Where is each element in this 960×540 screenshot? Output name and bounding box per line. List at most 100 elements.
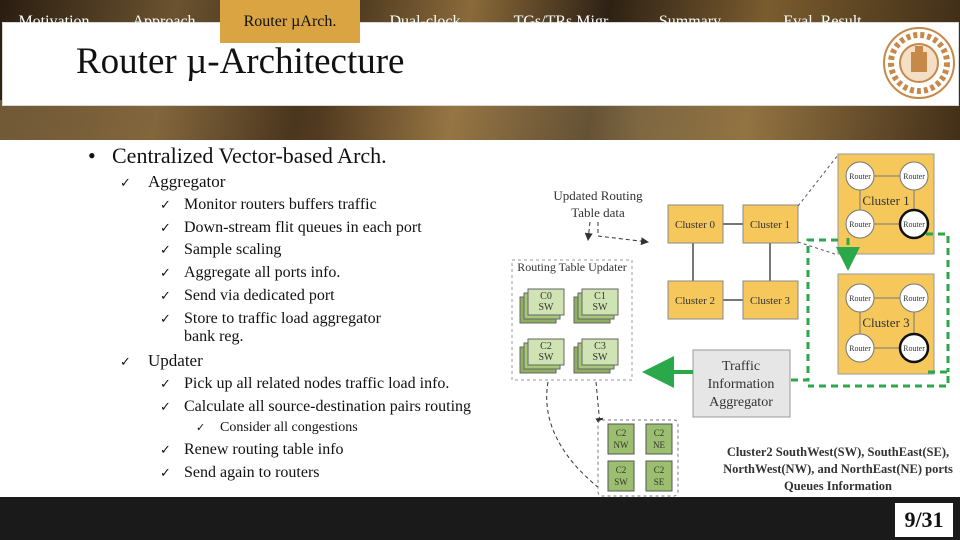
routing-table-updater-label: Routing Table Updater	[517, 260, 627, 274]
updated-routing-label-2: Table data	[571, 205, 625, 220]
zoom-cluster-3-label: Cluster 3	[862, 315, 909, 330]
list-item-text: Renew routing table info	[184, 441, 344, 458]
caption-line2: NorthWest(NW), and NorthEast(NE) ports	[723, 462, 953, 476]
checkmark-icon: ✓	[160, 221, 171, 236]
updater-label: Updater	[148, 351, 203, 370]
caption-line1: Cluster2 SouthWest(SW), SouthEast(SE),	[727, 445, 949, 459]
router-label: Router	[903, 294, 925, 303]
zoom-cluster-1-label: Cluster 1	[862, 193, 909, 208]
checkmark-icon: ✓	[160, 243, 171, 258]
checkmark-icon: ✓	[160, 289, 171, 304]
list-item-text: bank reg.	[184, 328, 244, 345]
checkmark-icon: ✓	[160, 377, 171, 392]
main-bullet: •Centralized Vector-based Arch.	[88, 143, 387, 169]
checkmark-icon: ✓	[160, 466, 171, 481]
queue-ne-line1: C2	[654, 428, 665, 438]
router-label: Router	[903, 344, 925, 353]
cluster-3-label: Cluster 3	[750, 295, 791, 307]
aggregator-label: Aggregator	[148, 172, 226, 191]
tia-line3: Aggregator	[709, 395, 773, 410]
cluster-0-label: Cluster 0	[675, 219, 716, 231]
queue-sw-line2: SW	[614, 477, 628, 487]
green-arrow-bottom	[808, 370, 950, 388]
router-label: Router	[849, 344, 871, 353]
rtu-c2-line2: SW	[539, 352, 555, 363]
list-item-text: Send again to routers	[184, 464, 320, 481]
caption-line3: Queues Information	[784, 479, 892, 493]
tia-line1: Traffic	[722, 359, 760, 374]
checkmark-icon: ✓	[196, 421, 206, 434]
aggregator-heading: ✓ Aggregator	[120, 172, 225, 192]
routing-link-arrow	[597, 222, 649, 246]
tia-line2: Information	[708, 377, 775, 392]
nav-approach[interactable]: Approach	[132, 13, 196, 30]
router-label: Router	[849, 220, 871, 229]
nav-summary[interactable]: Summary	[658, 13, 722, 30]
checkmark-icon: ✓	[160, 266, 171, 281]
router-label: Router	[903, 172, 925, 181]
cluster-3-box	[742, 280, 799, 320]
checkmark-icon: ✓	[120, 176, 131, 191]
rtu-c1-line1: C1	[594, 291, 606, 302]
page-number: 9/31	[895, 503, 953, 537]
nav-tgs-trs-migr[interactable]: TGs/TRs Migr.	[513, 13, 612, 30]
traffic-info-aggregator-box	[692, 349, 791, 418]
rtu-c2-line1: C2	[540, 341, 552, 352]
rtu-cell-c0: C0 SW	[519, 288, 565, 324]
queue-se-line1: C2	[654, 465, 665, 475]
queue-sw-line1: C2	[616, 465, 627, 475]
list-item: ✓ Sample scaling	[160, 241, 281, 259]
list-item: ✓ Store to traffic load aggregator	[160, 310, 381, 328]
section-navbar	[0, 497, 960, 540]
router-label: Router	[903, 220, 925, 229]
list-item: ✓ Renew routing table info	[160, 441, 344, 459]
checkmark-icon: ✓	[120, 355, 131, 370]
main-bullet-text: Centralized Vector-based Arch.	[112, 143, 387, 168]
list-item-text: Store to traffic load aggregator	[184, 310, 381, 327]
nav-dual-clock[interactable]: Dual-clock	[389, 13, 461, 30]
rtu-c0-line2: SW	[539, 302, 555, 313]
nav-motivation[interactable]: Motivation	[18, 13, 90, 30]
cluster-2-box	[667, 280, 724, 320]
list-item: ✓ Monitor routers buffers traffic	[160, 196, 377, 214]
cluster-0-box	[667, 204, 724, 244]
checkmark-icon: ✓	[160, 198, 171, 213]
list-item-text: Pick up all related nodes traffic load i…	[184, 375, 450, 392]
university-logo-icon	[883, 27, 955, 99]
list-item-text: Down-stream flit queues in each port	[184, 219, 422, 236]
architecture-diagram: Updated Routing Table data Routing Table…	[511, 153, 953, 497]
queue-cell-nw: C2 NW	[607, 423, 635, 455]
title-box	[2, 22, 959, 106]
rtu-c3-line2: SW	[593, 352, 609, 363]
queue-nw-line1: C2	[616, 428, 627, 438]
list-item-text: Sample scaling	[184, 241, 282, 258]
queue-se-line2: SE	[654, 477, 665, 487]
zoom-cluster-1: Router Router Router Router Cluster 1	[837, 153, 935, 255]
cluster-1-box	[742, 204, 799, 244]
updated-routing-label-1: Updated Routing	[553, 188, 643, 203]
list-item-text: Send via dedicated port	[184, 287, 335, 304]
list-item-text: Monitor routers buffers traffic	[184, 196, 377, 213]
cluster-2-label: Cluster 2	[675, 295, 715, 307]
queue-cell-sw: C2 SW	[607, 460, 635, 492]
queue-nw-line2: NW	[614, 440, 629, 450]
nav-router-march[interactable]: Router µArch.	[220, 0, 360, 43]
checkmark-icon: ✓	[160, 312, 171, 327]
rtu-c1-line2: SW	[593, 302, 609, 313]
checkmark-icon: ✓	[160, 443, 171, 458]
router-label: Router	[849, 294, 871, 303]
list-item: ✓ Send again to routers	[160, 464, 320, 482]
queue-cell-ne: C2 NE	[645, 423, 673, 455]
list-item: ✓ Pick up all related nodes traffic load …	[160, 375, 449, 393]
list-item-text: Aggregate all ports info.	[184, 264, 341, 281]
rtu-down-dashed	[595, 381, 604, 426]
slide-title: Router µ-Architecture	[76, 41, 405, 82]
green-arrow-left	[776, 238, 838, 382]
rtu-c0-line1: C0	[540, 291, 552, 302]
routing-down-arrow	[584, 221, 593, 241]
cluster-1-label: Cluster 1	[750, 219, 790, 231]
header-decoration	[0, 100, 960, 140]
queue-cell-se: C2 SE	[645, 460, 673, 492]
rtu-to-queue-dashed	[546, 381, 609, 496]
nav-eval-result[interactable]: Eval. Result	[783, 13, 862, 30]
